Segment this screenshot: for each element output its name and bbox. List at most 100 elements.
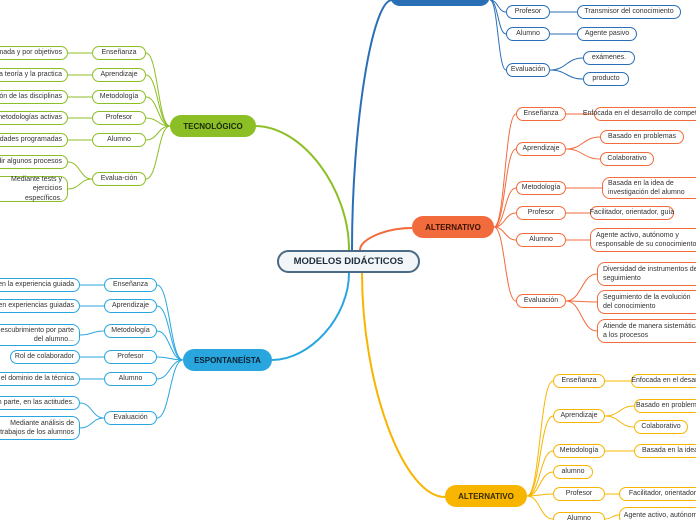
espontaneista-connector bbox=[156, 284, 184, 361]
alternativo2-item-5[interactable]: Alumno bbox=[553, 512, 605, 520]
alternativo2-connector bbox=[526, 450, 554, 497]
tecnologico-detail-3-0[interactable]: Basado en metodologías activas bbox=[0, 111, 68, 125]
alternativo-item-1[interactable]: Aprendizaje bbox=[516, 142, 566, 156]
espontaneista-connector bbox=[156, 305, 184, 361]
espontaneista-detail-4-0[interactable]: Protagonista para el dominio de la técni… bbox=[0, 372, 80, 386]
alternativo2-detail-1-0[interactable]: Basado en problemas bbox=[634, 399, 696, 413]
branch-alternativo2-connector bbox=[361, 272, 446, 498]
alternativo-connector bbox=[493, 226, 517, 302]
alternativo-item-0[interactable]: Enseñanza bbox=[516, 107, 566, 121]
tecnologico-detail-5-1[interactable]: Mediante tests y ejercicios específicos. bbox=[0, 176, 68, 202]
espontaneista-item-2[interactable]: Metodología bbox=[104, 324, 157, 338]
tecnologico-detail-4-0[interactable]: Realiza actividades programadas bbox=[0, 133, 68, 147]
tecnologico-detail-0-0[interactable]: Programada y por objetivos bbox=[0, 46, 68, 60]
alternativo-detail-0-0[interactable]: Enfocada en el desarrollo de competencia… bbox=[583, 107, 696, 121]
tecnologico-item-0[interactable]: Enseñanza bbox=[92, 46, 146, 60]
espontaneista-connector bbox=[156, 359, 184, 380]
alternativo-item-5[interactable]: Evaluación bbox=[516, 294, 566, 308]
alternativo2-item-0[interactable]: Enseñanza bbox=[553, 374, 605, 388]
alternativo2-item-1[interactable]: Aprendizaje bbox=[553, 409, 605, 423]
top-detail-1-0[interactable]: Agente pasivo bbox=[577, 27, 637, 41]
top-item-1[interactable]: Alumno bbox=[506, 27, 550, 41]
top-item-2[interactable]: Evaluación bbox=[506, 63, 550, 77]
espontaneista-detail-0-0[interactable]: Basada en la experiencia guiada bbox=[0, 278, 80, 292]
top-detail-connector bbox=[549, 69, 584, 80]
tecnologico-item-3[interactable]: Profesor bbox=[92, 111, 146, 125]
top-connector bbox=[489, 0, 507, 35]
tecnologico-item-2[interactable]: Metodología bbox=[92, 90, 146, 104]
alternativo2-item-3[interactable]: alumno bbox=[553, 465, 593, 479]
alternativo-detail-5-2[interactable]: Atiende de manera sistemática a los proc… bbox=[597, 319, 696, 343]
espontaneista-detail-2-0[interactable]: Descubrimiento por parte del alumno... bbox=[0, 324, 80, 346]
alternativo2-detail-1-1[interactable]: Colaborativo bbox=[634, 420, 688, 434]
tecnologico-connector bbox=[145, 125, 171, 180]
espontaneista-detail-3-0[interactable]: Rol de colaborador bbox=[10, 350, 80, 364]
alternativo-connector bbox=[493, 226, 517, 241]
alternativo-connector bbox=[493, 212, 517, 228]
alternativo2-connector bbox=[526, 471, 554, 497]
branch-tecnologico[interactable]: TECNOLÓGICO bbox=[170, 115, 256, 137]
alternativo-detail-connector bbox=[565, 148, 601, 160]
top-detail-connector bbox=[549, 57, 584, 71]
alternativo2-detail-2-0[interactable]: Basada en la idea bbox=[634, 444, 696, 458]
branch-alternativo2[interactable]: ALTERNATIVO bbox=[445, 485, 527, 507]
alternativo-detail-1-1[interactable]: Colaborativo bbox=[600, 152, 654, 166]
alternativo2-detail-5-0[interactable]: Agente activo, autónomo bbox=[619, 507, 696, 520]
alternativo-detail-connector bbox=[565, 300, 598, 303]
espontaneista-detail-5-0[interactable]: Centrada en parte, en las actitudes. bbox=[0, 396, 80, 410]
alternativo2-detail-connector bbox=[604, 405, 635, 417]
espontaneista-detail-1-0[interactable]: Basado en experiencias guiadas bbox=[0, 299, 80, 313]
alternativo-detail-2-0[interactable]: Basada en la idea de investigación del a… bbox=[602, 177, 696, 199]
branch-tecnologico-connector bbox=[254, 125, 350, 251]
alternativo2-detail-4-0[interactable]: Facilitador, orientador bbox=[619, 487, 696, 501]
alternativo-detail-1-0[interactable]: Basado en problemas bbox=[600, 130, 684, 144]
espontaneista-item-3[interactable]: Profesor bbox=[104, 350, 157, 364]
tecnologico-item-5[interactable]: Evalua-ción bbox=[92, 172, 146, 186]
tecnologico-detail-5-0[interactable]: Medir algunos procesos bbox=[0, 155, 68, 169]
alternativo2-connector bbox=[526, 495, 554, 520]
espontaneista-item-1[interactable]: Aprendizaje bbox=[104, 299, 157, 313]
branch-alternativo[interactable]: ALTERNATIVO bbox=[412, 216, 494, 238]
espontaneista-detail-5-1[interactable]: Mediante análisis de trabajos de los alu… bbox=[0, 416, 80, 440]
alternativo2-detail-0-0[interactable]: Enfocada en el desarrollo bbox=[631, 374, 696, 388]
tecnologico-item-4[interactable]: Alumno bbox=[92, 133, 146, 147]
top-detail-0-0[interactable]: Transmisor del conocimiento bbox=[577, 5, 681, 19]
alternativo2-item-2[interactable]: Metodología bbox=[553, 444, 605, 458]
alternativo2-connector bbox=[526, 380, 554, 497]
alternativo-detail-connector bbox=[565, 300, 598, 332]
central-topic[interactable]: MODELOS DIDÁCTICOS bbox=[277, 250, 420, 273]
tecnologico-detail-2-0[interactable]: Fusión de las disciplinas bbox=[0, 90, 68, 104]
espontaneista-detail-connector bbox=[79, 330, 105, 336]
alternativo-item-3[interactable]: Profesor bbox=[516, 206, 566, 220]
top-item-0[interactable]: Profesor bbox=[506, 5, 550, 19]
top-connector bbox=[489, 0, 507, 71]
alternativo2-item-4[interactable]: Profesor bbox=[553, 487, 605, 501]
alternativo2-detail-connector bbox=[604, 415, 635, 428]
espontaneista-item-0[interactable]: Enseñanza bbox=[104, 278, 157, 292]
top-detail-2-0[interactable]: exámenes. bbox=[583, 51, 635, 65]
branch-alternativo-connector bbox=[359, 227, 413, 251]
espontaneista-connector bbox=[156, 330, 184, 361]
tecnologico-detail-1-0[interactable]: Entre la teoría y la practica bbox=[0, 68, 68, 82]
alternativo-detail-connector bbox=[565, 136, 601, 150]
branch-espontaneista[interactable]: ESPONTANEÍSTA bbox=[183, 349, 272, 371]
branch-espontaneista-connector bbox=[271, 272, 350, 361]
espontaneista-item-4[interactable]: Alumno bbox=[104, 372, 157, 386]
espontaneista-detail-connector bbox=[79, 402, 105, 419]
alternativo2-connector bbox=[526, 415, 554, 497]
alternativo-detail-5-1[interactable]: Seguimiento de la evolución del conocimi… bbox=[597, 290, 696, 314]
espontaneista-connector bbox=[156, 359, 184, 419]
espontaneista-item-5[interactable]: Evaluación bbox=[104, 411, 157, 425]
branch-top-connector bbox=[351, 0, 393, 251]
branch-top-partial[interactable] bbox=[390, 0, 490, 6]
tecnologico-connector bbox=[145, 96, 171, 127]
alternativo-detail-3-0[interactable]: Facilitador, orientador, guía bbox=[590, 206, 674, 220]
alternativo-item-4[interactable]: Alumno bbox=[516, 233, 566, 247]
alternativo-detail-5-0[interactable]: Diversidad de instrumentos de seguimient… bbox=[597, 262, 696, 286]
alternativo-item-2[interactable]: Metodología bbox=[516, 181, 566, 195]
alternativo-detail-4-0[interactable]: Agente activo, autónomo y responsable de… bbox=[590, 228, 696, 252]
top-detail-2-1[interactable]: producto bbox=[583, 72, 629, 86]
tecnologico-item-1[interactable]: Aprendizaje bbox=[92, 68, 146, 82]
